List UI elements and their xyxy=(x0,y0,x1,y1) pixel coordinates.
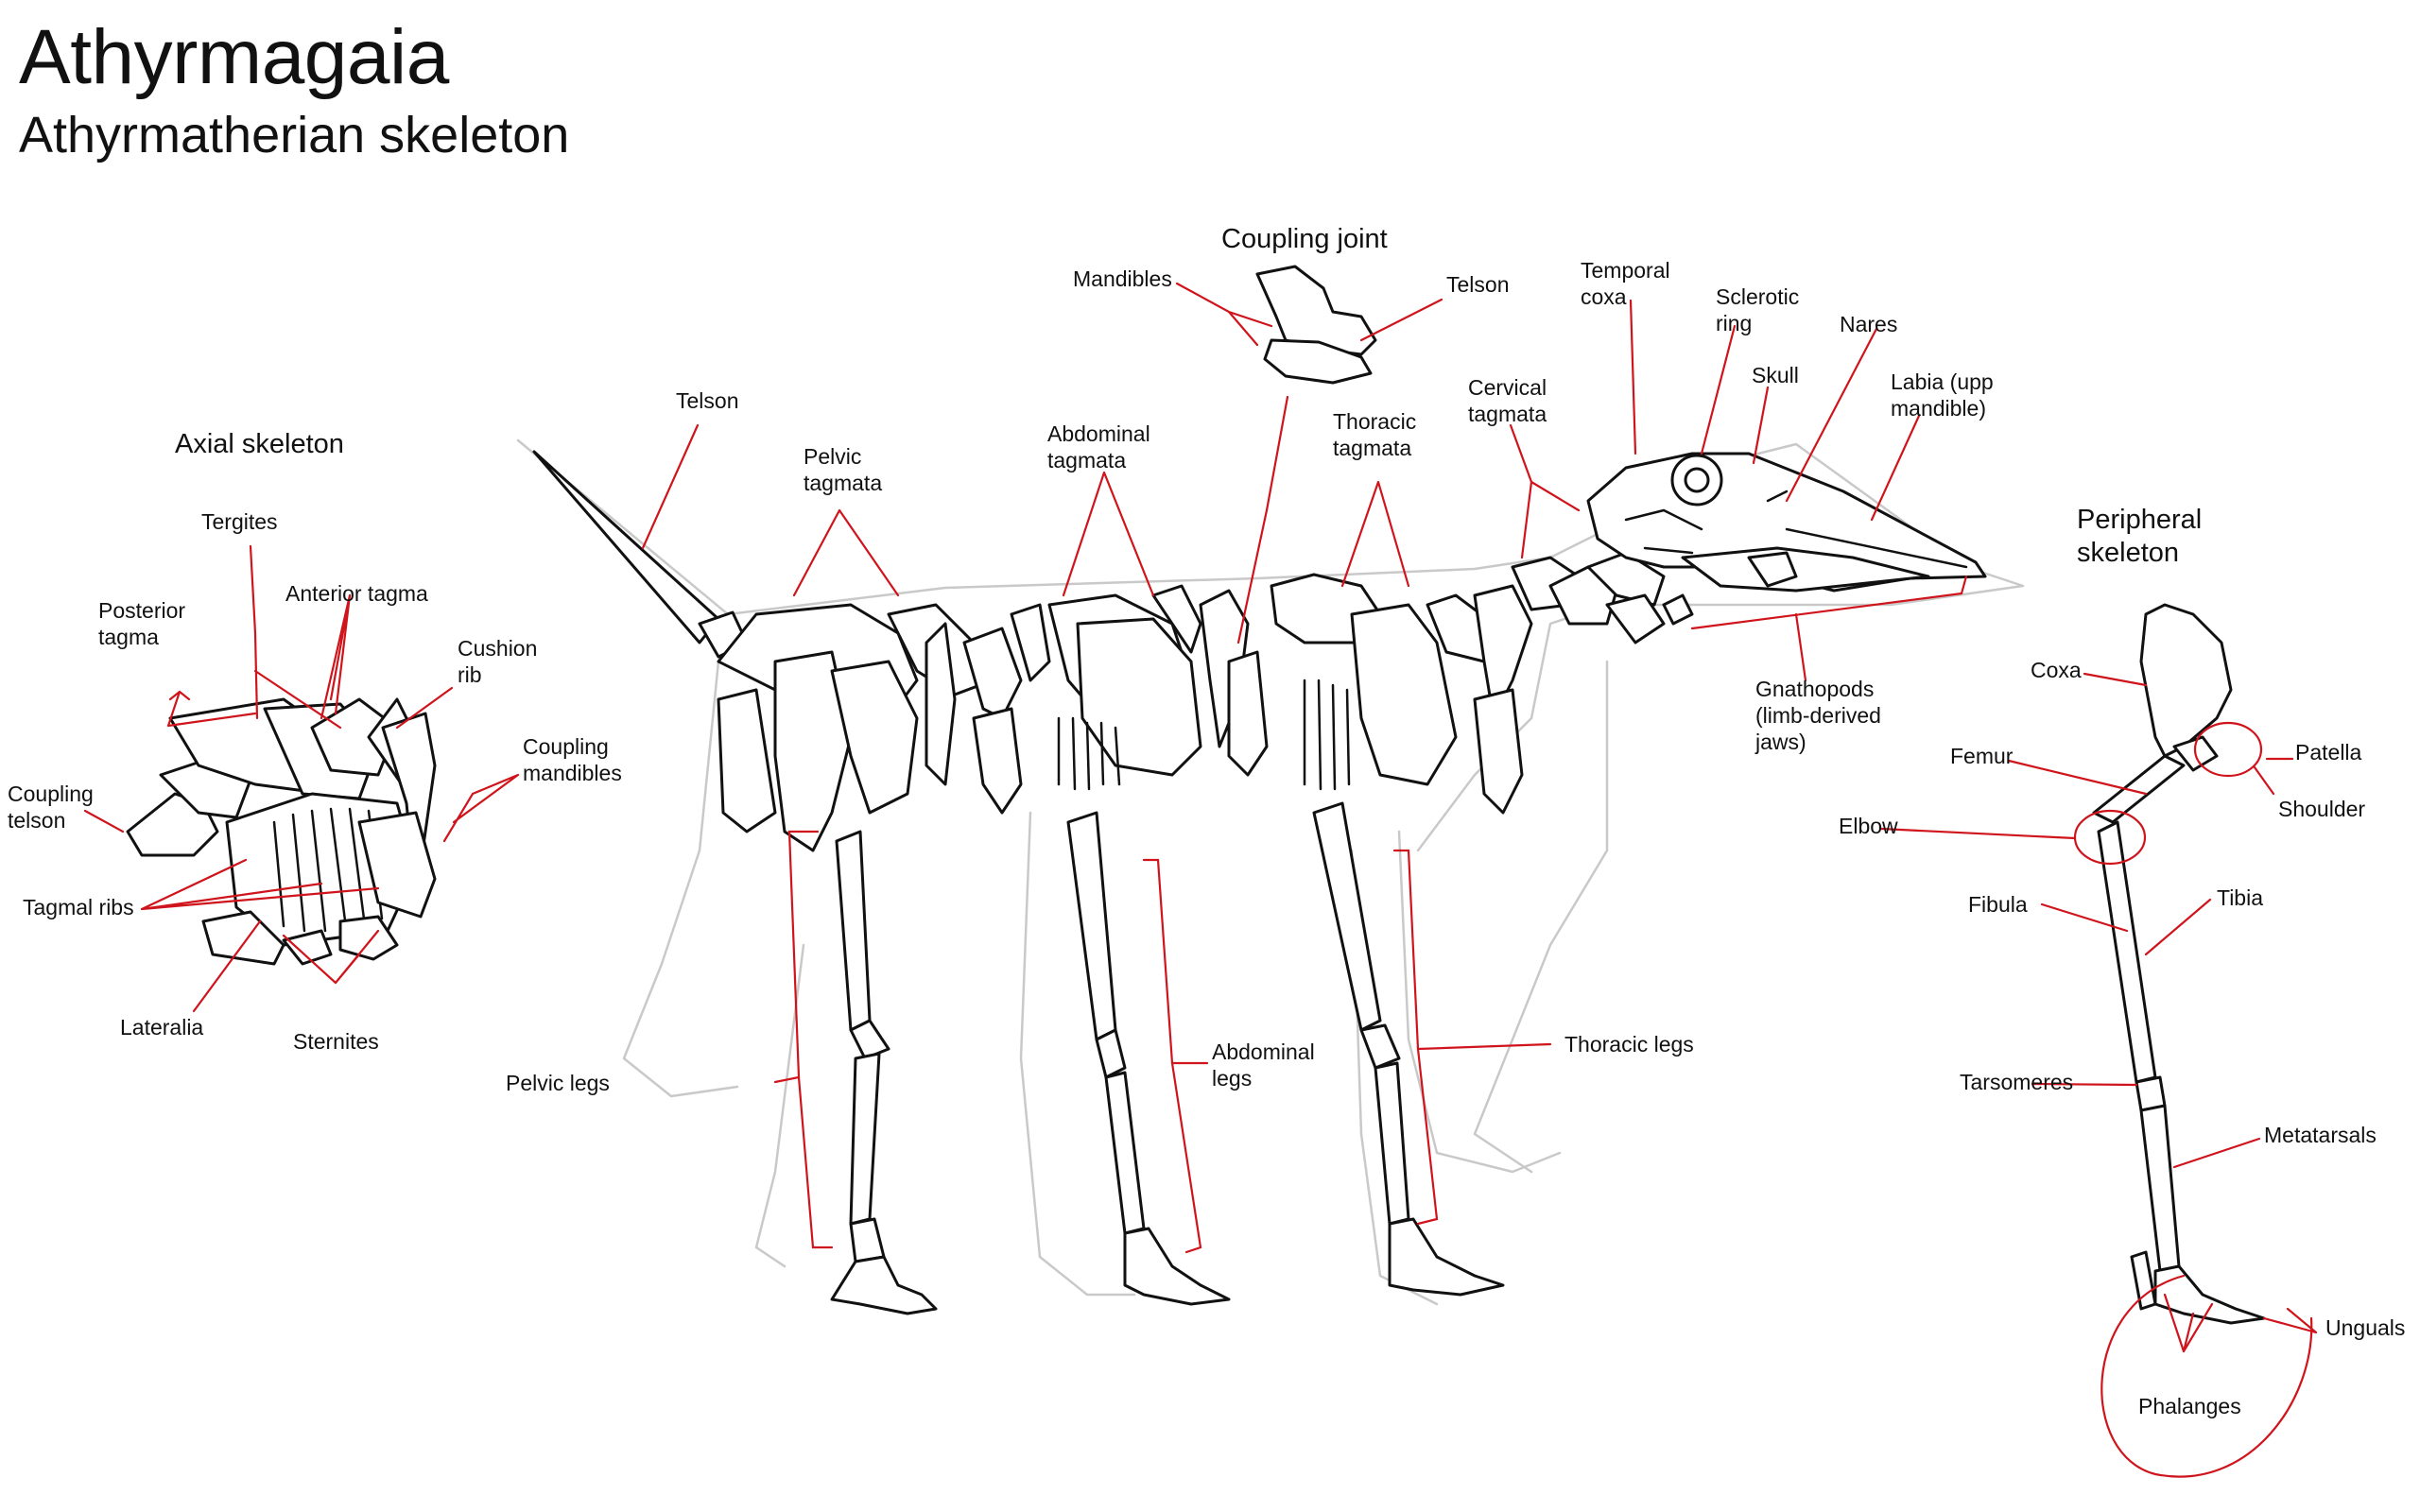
label-temporal-coxa-1: Temporal xyxy=(1581,258,1670,283)
coxa-bone xyxy=(2139,603,2233,758)
label-coupling-telson-2: telson xyxy=(8,808,65,833)
axial-section-title: Axial skeleton xyxy=(175,429,344,459)
axial-skeleton xyxy=(126,697,437,966)
label-cervical-tagmata-1: Cervical xyxy=(1468,375,1547,400)
label-coupling-mandibles-1: Coupling xyxy=(523,734,609,759)
label-coupling-telson-1: Coupling xyxy=(8,782,94,806)
label-pelvic-legs: Pelvic legs xyxy=(506,1071,610,1095)
label-abdominal-tagmata-2: tagmata xyxy=(1047,448,1126,472)
label-pelvic-tagmata-2: tagmata xyxy=(804,471,882,495)
label-posterior-tagma-1: Posterior xyxy=(98,598,185,623)
label-temporal-coxa-2: coxa xyxy=(1581,284,1627,309)
coupling-joint xyxy=(1255,265,1377,385)
label-tarsomeres: Tarsomeres xyxy=(1960,1070,2073,1094)
label-telson: Telson xyxy=(676,388,738,413)
peripheral-section-title-line1: Peripheral xyxy=(2077,505,2202,535)
label-labia-2: mandible) xyxy=(1891,396,1986,421)
label-cushion-rib-2: rib xyxy=(458,662,482,687)
label-fibula: Fibula xyxy=(1968,892,2028,917)
label-anterior-tagma: Anterior tagma xyxy=(285,581,428,606)
label-labia-1: Labia (upp xyxy=(1891,369,1994,394)
leader-lines xyxy=(83,282,2318,1478)
label-metatarsals: Metatarsals xyxy=(2264,1123,2377,1147)
label-cushion-rib-1: Cushion xyxy=(458,636,537,661)
label-abdominal-legs-1: Abdominal xyxy=(1212,1040,1315,1064)
page-subtitle: Athyrmatherian skeleton xyxy=(19,107,570,163)
label-thoracic-legs: Thoracic legs xyxy=(1564,1032,1694,1057)
label-femur: Femur xyxy=(1950,744,2014,768)
label-coupling-telson: Telson xyxy=(1446,272,1509,297)
label-gnathopods-1: Gnathopods xyxy=(1755,677,1874,701)
label-shoulder: Shoulder xyxy=(2278,797,2365,821)
label-posterior-tagma-2: tagma xyxy=(98,625,159,649)
label-lateralia: Lateralia xyxy=(120,1015,203,1040)
label-tibia: Tibia xyxy=(2217,885,2263,910)
label-sternites: Sternites xyxy=(293,1029,379,1054)
label-coxa: Coxa xyxy=(2031,658,2082,682)
label-skull: Skull xyxy=(1752,363,1799,387)
label-gnathopods-3: jaws) xyxy=(1754,730,1806,754)
label-tergites: Tergites xyxy=(201,509,278,534)
label-abdominal-tagmata-1: Abdominal xyxy=(1047,421,1150,446)
label-tagmal-ribs: Tagmal ribs xyxy=(23,895,134,919)
label-gnathopods-2: (limb-derived xyxy=(1755,703,1881,728)
label-thoracic-tagmata-2: tagmata xyxy=(1333,436,1411,460)
telson-bone xyxy=(532,450,720,644)
label-unguals: Unguals xyxy=(2325,1315,2405,1340)
label-abdominal-legs-2: legs xyxy=(1212,1066,1252,1091)
peripheral-section-title-line2: skeleton xyxy=(2077,538,2179,568)
label-patella: Patella xyxy=(2295,740,2362,765)
label-nares: Nares xyxy=(1840,312,1897,336)
label-thoracic-tagmata-1: Thoracic xyxy=(1333,409,1416,434)
label-sclerotic-ring-1: Sclerotic xyxy=(1716,284,1799,309)
label-coupling-mandibles-2: mandibles xyxy=(523,761,622,785)
page-title: Athyrmagaia xyxy=(19,14,449,100)
label-pelvic-tagmata-1: Pelvic xyxy=(804,444,861,469)
coupling-section-title: Coupling joint xyxy=(1221,224,1388,254)
main-skeleton xyxy=(532,450,1987,1315)
label-elbow: Elbow xyxy=(1839,814,1898,838)
label-phalanges: Phalanges xyxy=(2138,1394,2241,1418)
label-sclerotic-ring-2: ring xyxy=(1716,311,1752,335)
label-cervical-tagmata-2: tagmata xyxy=(1468,402,1547,426)
peripheral-skeleton xyxy=(2092,603,2266,1325)
label-coupling-mandibles: Mandibles xyxy=(1073,266,1172,291)
